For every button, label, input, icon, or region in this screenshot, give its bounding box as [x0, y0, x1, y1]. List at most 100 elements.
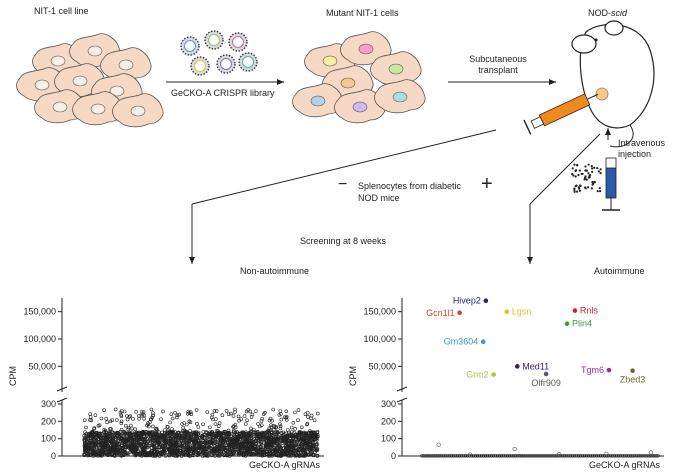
nonautoimmune-chart: 150,000100,00050,0003002001000CPMGeCKO-A…: [8, 298, 324, 470]
grna-point: [180, 422, 184, 426]
grna-point: [430, 454, 434, 458]
grna-point: [121, 447, 125, 451]
grna-point: [588, 454, 593, 458]
grna-point: [549, 454, 553, 458]
grna-point: [169, 412, 174, 416]
grna-point: [149, 430, 154, 434]
grna-point: [179, 430, 184, 435]
grna-point: [103, 435, 108, 440]
grna-point: [271, 452, 275, 457]
grna-point: [191, 450, 196, 454]
grna-point: [131, 438, 135, 442]
grna-point: [106, 439, 110, 444]
grna-point: [280, 441, 285, 445]
grna-point: [266, 436, 271, 440]
grna-point: [99, 442, 103, 447]
grna-point: [173, 411, 177, 415]
splenocyte-dot: [585, 169, 588, 172]
grna-point: [140, 437, 145, 441]
grna-point: [125, 444, 130, 449]
grna-point: [117, 453, 121, 457]
grna-point: [166, 431, 171, 435]
splenocyte-dot: [578, 169, 582, 172]
grna-point: [163, 438, 167, 442]
grna-point: [185, 422, 189, 427]
grna-point: [223, 449, 228, 453]
grna-point: [167, 452, 171, 457]
grna-point: [179, 448, 183, 453]
grna-point: [161, 409, 165, 414]
hit-point: [491, 372, 496, 377]
mouse-illustration: [571, 20, 655, 148]
grna-point: [236, 448, 241, 453]
grna-point: [461, 454, 466, 458]
grna-point: [539, 454, 543, 458]
grna-point: [170, 442, 174, 447]
grna-point: [286, 438, 291, 443]
grna-point: [173, 435, 177, 440]
grna-point: [141, 410, 146, 414]
grna-point: [525, 454, 529, 458]
grna-point: [481, 454, 486, 458]
grna-point: [91, 433, 95, 438]
grna-point: [148, 453, 152, 458]
grna-point: [315, 434, 320, 439]
y-axis-label: CPM: [8, 366, 18, 386]
grna-point: [102, 447, 106, 451]
grna-point: [92, 426, 97, 430]
grna-point: [468, 452, 473, 457]
grna-point: [171, 439, 176, 444]
grna-point: [477, 454, 482, 458]
hit-point: [630, 368, 635, 374]
mouse-strain-label: NOD-scid: [588, 8, 627, 18]
grna-point: [650, 454, 654, 458]
grna-point: [216, 431, 221, 436]
grna-point: [273, 436, 278, 441]
splenocyte-dot: [573, 188, 576, 192]
grna-point: [208, 439, 212, 444]
grna-point: [307, 447, 312, 451]
grna-point: [99, 438, 103, 442]
grna-point: [626, 454, 630, 458]
grna-point: [232, 447, 237, 452]
grna-point: [479, 454, 484, 458]
grna-point: [88, 450, 93, 455]
grna-point: [505, 454, 510, 458]
grna-point: [254, 442, 259, 446]
grna-point: [523, 454, 527, 458]
grna-point: [182, 421, 186, 425]
grna-point: [204, 430, 209, 434]
grna-point: [176, 430, 180, 435]
grna-point: [305, 445, 310, 449]
splenocyte-dot: [572, 174, 575, 177]
grna-point: [656, 454, 660, 458]
grna-point: [284, 416, 289, 420]
grna-point: [166, 425, 170, 429]
grna-point: [545, 454, 549, 458]
grna-point: [196, 430, 201, 435]
grna-point: [278, 449, 283, 453]
grna-point: [453, 454, 458, 458]
grna-point: [227, 434, 231, 439]
splenocyte-dot: [592, 182, 595, 185]
grna-point: [654, 454, 658, 458]
grna-point: [586, 454, 591, 458]
grna-point: [268, 449, 273, 454]
workflow-diagram: [16, 20, 655, 264]
grna-point: [305, 421, 310, 426]
grna-point: [529, 454, 533, 458]
grna-point: [285, 438, 289, 443]
grna-point: [281, 452, 285, 456]
grna-point: [196, 451, 201, 455]
grna-point: [209, 431, 214, 435]
grna-point: [243, 446, 247, 450]
grna-point: [139, 410, 144, 414]
grna-point: [264, 453, 269, 457]
grna-point: [100, 450, 105, 455]
grna-point: [175, 435, 179, 439]
grna-point: [434, 454, 438, 458]
grna-point: [305, 410, 310, 415]
grna-point: [164, 454, 168, 458]
grna-point: [225, 452, 230, 456]
grna-point: [130, 437, 134, 441]
